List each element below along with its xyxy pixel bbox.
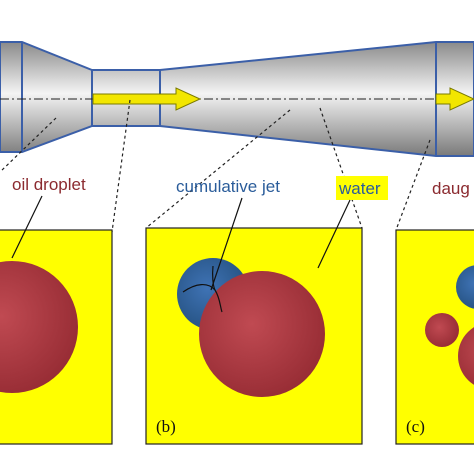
- panel-b-label: (b): [156, 417, 176, 436]
- water-label-highlight: [336, 176, 388, 200]
- panel-c-small-daughter-droplet: [425, 313, 459, 347]
- oil-droplet-pointer: [11, 195, 43, 259]
- panel-c-blue-droplet: [456, 265, 474, 309]
- cumulative-jet-label: cumulative jet: [176, 177, 280, 196]
- water-label: water: [338, 179, 381, 198]
- panel-c: (c): [395, 229, 474, 445]
- panel-c-label: (c): [406, 417, 425, 436]
- oil-droplet-label: oil droplet: [12, 175, 86, 194]
- panel-a-oil-droplet: [0, 261, 78, 393]
- leader-a-right: [111, 99, 131, 233]
- panel-b-jet-contact-line-2: [212, 265, 216, 291]
- flow-arrow-throat: [92, 87, 202, 111]
- panel-a: [0, 229, 113, 445]
- leader-b-left: [145, 109, 291, 229]
- daughter-droplet-label: daug: [432, 179, 470, 198]
- panel-b-oil-droplet: [199, 271, 325, 397]
- leader-a-left: [0, 117, 57, 173]
- water-pointer: [317, 199, 351, 269]
- flow-arrow-outlet: [435, 87, 474, 111]
- leader-c-left: [395, 139, 431, 231]
- venturi-tube: [0, 41, 474, 157]
- panel-c-large-daughter-droplet: [458, 327, 474, 385]
- cumulative-jet-pointer: [210, 197, 243, 291]
- panel-b: (b): [145, 227, 363, 445]
- leader-lines: [0, 99, 431, 233]
